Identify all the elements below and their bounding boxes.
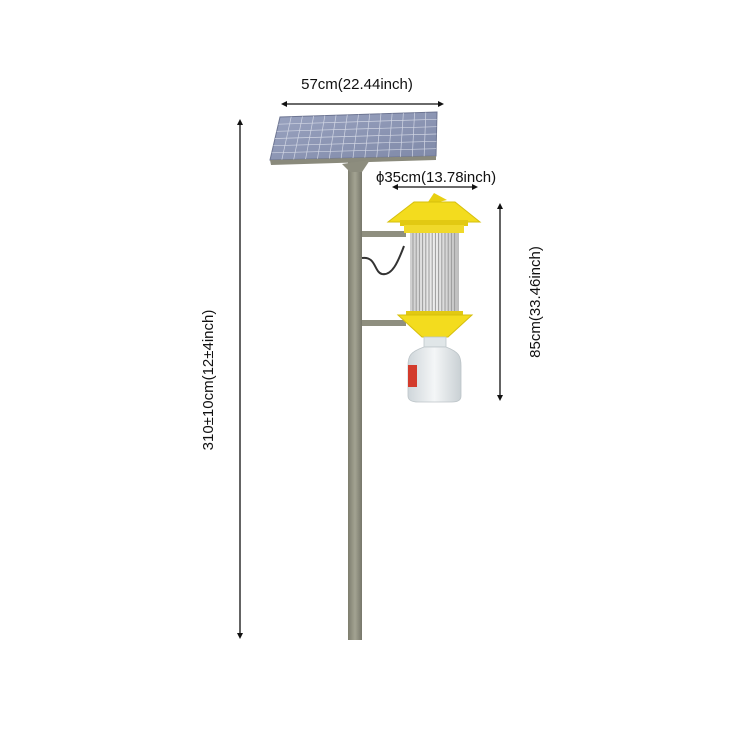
trap-height-dimension: 85cm(33.46inch) [497,203,544,401]
insect-trap-lamp [386,193,482,403]
warning-label [408,365,417,387]
total-height-dimension: 310±10cm(12±4inch) [200,119,243,639]
lower-arm-bracket [362,320,406,326]
cable [361,245,405,276]
upper-arm-bracket [362,231,406,237]
solar-panel [269,111,438,165]
trap-height-label: 85cm(33.46inch) [527,246,544,358]
panel-width-label: 57cm(22.44inch) [301,76,413,93]
total-height-label: 310±10cm(12±4inch) [200,310,217,451]
panel-width-dimension: 57cm(22.44inch) [281,76,444,107]
trap-diameter-dimension: ϕ35cm(13.78inch) [376,169,496,190]
panel-bracket [342,160,370,172]
trap-diameter-label: ϕ35cm(13.78inch) [376,169,496,186]
pole [348,162,362,640]
